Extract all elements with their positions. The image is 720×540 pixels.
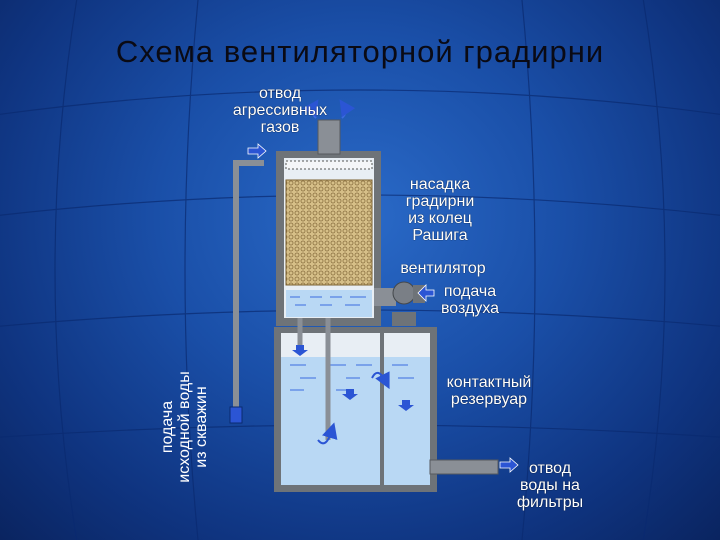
label-air-supply: подача воздуха <box>440 283 500 317</box>
outlet-arrow-icon <box>499 457 519 473</box>
inlet-valve <box>229 406 243 424</box>
air-arrow-icon <box>417 284 435 302</box>
packing-raschig-rings <box>285 179 373 286</box>
inlet-arrow-icon <box>247 143 267 159</box>
label-gas-exhaust: отвод агрессивных газов <box>232 85 328 136</box>
fan-duct <box>374 288 396 306</box>
fan-base <box>392 312 416 326</box>
exhaust-chimney <box>317 119 341 155</box>
circulation-arrow-1 <box>317 422 338 445</box>
flow-arrow-3 <box>398 400 414 411</box>
reservoir-partition <box>380 333 384 485</box>
circulation-arrow-2 <box>371 371 390 390</box>
page-title: Схема вентиляторной градирни <box>115 34 605 69</box>
gas-arrow-right <box>339 99 356 119</box>
gas-arrow-left <box>302 99 319 119</box>
label-packing: насадка градирни из колец Рашига <box>405 176 475 244</box>
label-fan: вентилятор <box>400 260 486 277</box>
flow-arrow-2 <box>342 389 358 400</box>
tower-basin-water <box>286 290 372 317</box>
label-contact-reservoir: контактный резервуар <box>446 374 532 408</box>
outlet-pipe <box>429 459 499 475</box>
label-water-inlet: подача исходной воды из скважин <box>159 371 210 483</box>
spray-distributor <box>285 160 373 170</box>
fan-icon <box>392 281 416 305</box>
reservoir-water <box>281 357 430 485</box>
label-water-outlet: отвод воды на фильтры <box>516 460 584 511</box>
inlet-pipe <box>233 160 264 420</box>
flow-arrow-1 <box>292 345 308 356</box>
